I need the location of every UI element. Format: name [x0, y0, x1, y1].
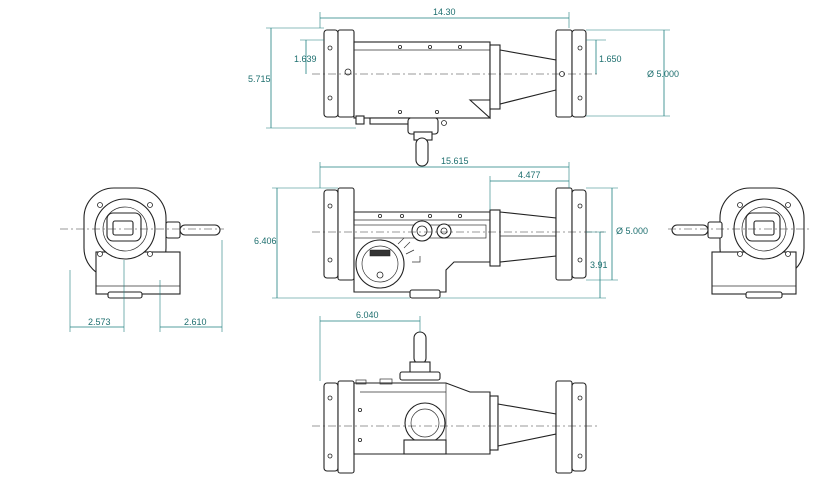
- top-view: 14.30 5.715 1.639 1.650 Ø 5.000: [248, 7, 679, 167]
- dim-top-flange-dia: Ø 5.000: [647, 69, 679, 79]
- dim-end-handle-length: 2.610: [184, 317, 207, 327]
- dim-end-left-width: 2.573: [88, 317, 111, 327]
- front-view: 15.615 4.477 6.406 Ø 5.000 3.91: [254, 156, 648, 299]
- dim-front-outlet-length: 4.477: [518, 170, 541, 180]
- dim-top-left-offset: 1.639: [294, 54, 317, 64]
- right-end-view: [668, 187, 812, 299]
- dim-front-outlet-height: 3.91: [590, 260, 608, 270]
- dim-bottom-handle-offset: 6.040: [356, 310, 379, 320]
- dim-top-height: 5.715: [248, 74, 271, 84]
- dim-front-height: 6.406: [254, 236, 277, 246]
- dim-front-overall: 15.615: [441, 156, 469, 166]
- bottom-view: 6.040: [312, 310, 600, 474]
- dim-top-right-offset: 1.650: [599, 54, 622, 64]
- dim-top-overall: 14.30: [433, 7, 456, 17]
- dim-front-flange-dia: Ø 5.000: [616, 226, 648, 236]
- left-end-view: 2.573 2.610: [60, 187, 224, 332]
